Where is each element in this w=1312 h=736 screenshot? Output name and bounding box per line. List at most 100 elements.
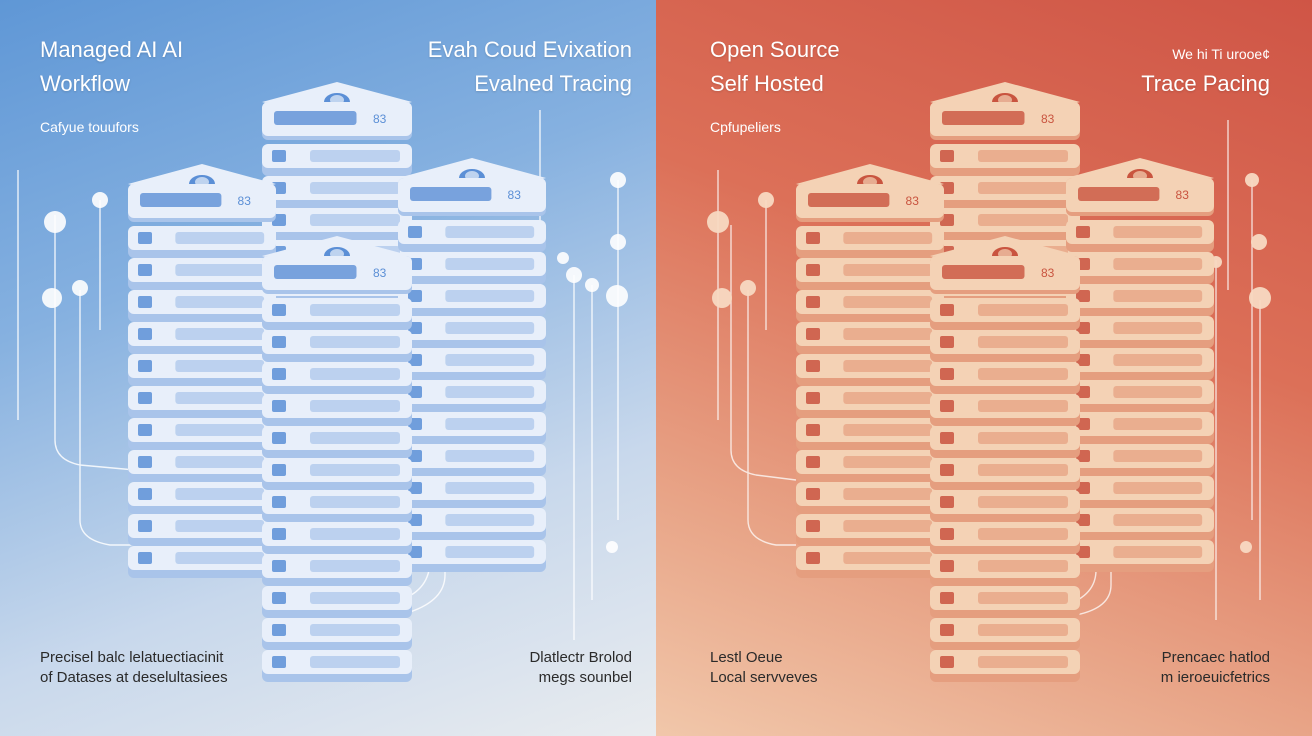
server-top-unit: 83	[128, 164, 276, 222]
node-dots	[42, 172, 628, 553]
server-unit	[262, 362, 412, 394]
server-tower-right: 83	[1066, 158, 1214, 572]
server-unit	[796, 418, 944, 450]
server-label: 83	[508, 188, 522, 202]
server-unit	[930, 586, 1080, 618]
server-tower-right: 83	[398, 158, 546, 572]
server-unit	[262, 394, 412, 426]
server-unit	[930, 298, 1080, 330]
server-unit	[262, 458, 412, 490]
server-unit	[262, 426, 412, 458]
server-unit	[128, 386, 276, 418]
server-unit	[1066, 508, 1214, 540]
server-unit	[398, 220, 546, 252]
server-unit	[796, 226, 944, 258]
server-unit	[930, 554, 1080, 586]
server-top-unit: 83	[930, 82, 1080, 140]
server-unit	[262, 298, 412, 330]
server-unit	[398, 348, 546, 380]
server-tower-front: 83	[262, 236, 412, 682]
server-unit	[1066, 380, 1214, 412]
footer-right-line1: Dlatlectr Brolod	[529, 649, 632, 666]
server-unit	[128, 482, 276, 514]
server-unit	[398, 284, 546, 316]
server-top-unit: 83	[1066, 158, 1214, 216]
panel-right-title-line1: We hi Ti urooe¢	[1172, 46, 1270, 62]
server-label: 83	[1041, 266, 1055, 280]
server-unit	[796, 322, 944, 354]
node-dots	[707, 173, 1271, 553]
server-unit	[930, 176, 1080, 208]
server-unit	[128, 450, 276, 482]
panel-right-title-line1: Evah Coud Evixation	[427, 37, 632, 62]
server-unit	[262, 176, 412, 208]
server-unit	[128, 418, 276, 450]
server-tower-left: 83	[128, 164, 276, 578]
server-unit	[128, 290, 276, 322]
server-illustration: 83 83 83 83	[707, 82, 1271, 682]
server-unit	[1066, 252, 1214, 284]
server-unit	[262, 208, 412, 240]
server-top-unit: 83	[796, 164, 944, 222]
server-top-unit: 83	[398, 158, 546, 216]
server-unit	[262, 330, 412, 362]
server-unit	[796, 546, 944, 578]
server-unit	[930, 394, 1080, 426]
server-unit	[1066, 316, 1214, 348]
server-unit	[796, 514, 944, 546]
server-unit	[1066, 540, 1214, 572]
server-label: 83	[238, 194, 252, 208]
server-unit	[262, 586, 412, 618]
server-top-unit: 83	[262, 82, 412, 140]
server-unit	[262, 650, 412, 682]
footer-left-line2: of Datases at deselultasiees	[40, 669, 228, 686]
server-unit	[262, 490, 412, 522]
server-tower-front: 83	[930, 236, 1080, 682]
server-label: 83	[1176, 188, 1190, 202]
server-unit	[128, 258, 276, 290]
server-unit	[398, 316, 546, 348]
server-unit	[1066, 476, 1214, 508]
server-unit	[930, 208, 1080, 240]
server-unit	[930, 458, 1080, 490]
server-unit	[262, 618, 412, 650]
server-unit	[262, 144, 412, 176]
server-tower-left: 83	[796, 164, 944, 578]
panel-right-title-line2: Evalned Tracing	[474, 71, 632, 96]
managed-panel: 83 83 83 83 Managed AI AI Workflow Cafyue t…	[0, 0, 656, 736]
server-unit	[796, 290, 944, 322]
server-unit	[930, 522, 1080, 554]
server-label: 83	[1041, 112, 1055, 126]
server-top-unit: 83	[930, 236, 1080, 294]
panel-title-line1: Managed AI AI	[40, 37, 184, 62]
footer-left-line1: Precisel balc lelatuectiacinit	[40, 649, 224, 666]
server-unit	[398, 444, 546, 476]
server-unit	[930, 144, 1080, 176]
panel-right-title-line2: Trace Pacing	[1141, 71, 1270, 96]
panel-subtitle: Cpfupeliers	[710, 119, 781, 135]
server-unit	[128, 226, 276, 258]
server-unit	[1066, 284, 1214, 316]
panel-title-line2: Self Hosted	[710, 71, 824, 96]
panel-title-line2: Workflow	[40, 71, 131, 96]
server-unit	[128, 546, 276, 578]
panel-subtitle: Cafyue touufors	[40, 119, 139, 135]
server-unit	[1066, 412, 1214, 444]
server-unit	[930, 490, 1080, 522]
panel-title-line1: Open Source	[710, 37, 840, 62]
server-unit	[128, 354, 276, 386]
server-unit	[796, 386, 944, 418]
server-label: 83	[373, 266, 387, 280]
footer-left-line2: Local servveves	[710, 669, 818, 686]
self-hosted-panel: 83 83 83 83 Open Source Self Hosted Cpfupel…	[656, 0, 1312, 736]
server-unit	[796, 450, 944, 482]
footer-right-line2: m ieroeuicfetrics	[1160, 669, 1270, 686]
server-illustration: 83 83 83 83	[42, 82, 628, 682]
server-unit	[398, 476, 546, 508]
server-unit	[796, 482, 944, 514]
server-label: 83	[373, 112, 387, 126]
server-unit	[262, 554, 412, 586]
server-unit	[930, 426, 1080, 458]
server-unit	[930, 330, 1080, 362]
server-unit	[930, 650, 1080, 682]
